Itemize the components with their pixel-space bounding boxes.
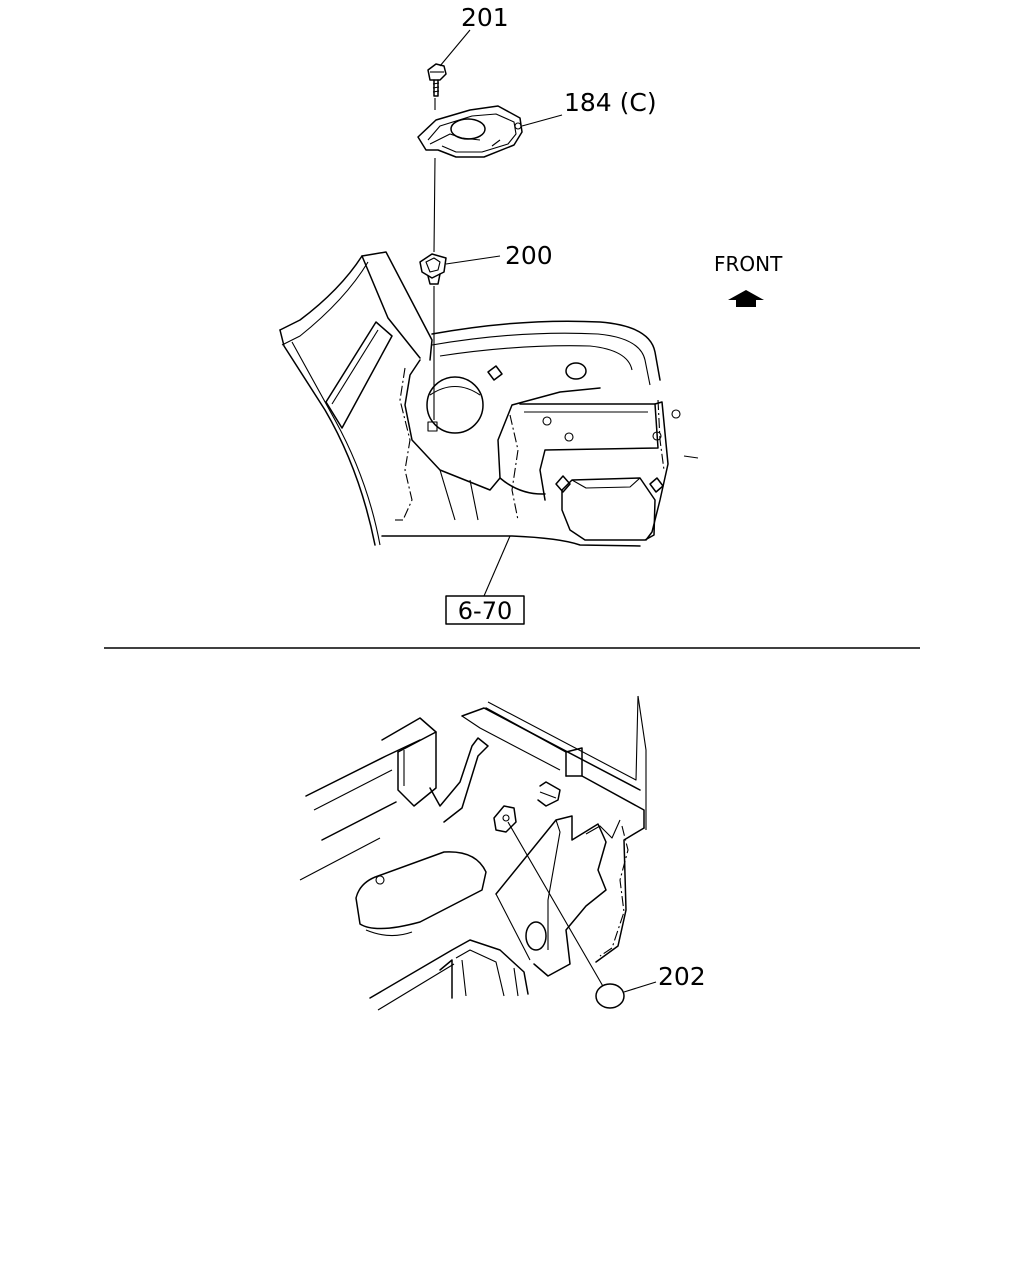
assembly-axis-line <box>433 98 436 420</box>
upper-assembly-view: 201 184 (C) 200 6-70 FRONT <box>279 3 783 625</box>
leader-200 <box>445 255 501 265</box>
reference-label: 6-70 <box>458 597 512 625</box>
leader-6-70 <box>483 535 511 597</box>
callout-201: 201 <box>461 3 509 32</box>
callout-184c: 184 (C) <box>564 88 657 117</box>
clip-nut-200 <box>419 253 447 285</box>
mount-hole-marker <box>427 421 438 432</box>
leader-202-line <box>507 821 605 989</box>
lower-floor-view: 202 <box>299 695 706 1011</box>
body-panel <box>279 251 699 547</box>
reference-box <box>445 595 525 625</box>
leader-201 <box>439 29 471 67</box>
front-label: FRONT <box>714 252 783 276</box>
bolt-201 <box>427 63 447 97</box>
callout-202: 202 <box>658 962 706 991</box>
leader-202 <box>623 981 657 993</box>
callout-200: 200 <box>505 241 553 270</box>
front-arrow-icon <box>728 290 764 307</box>
bracket-184c <box>417 105 523 158</box>
leader-184c <box>521 114 563 127</box>
plug-202 <box>595 983 625 1009</box>
